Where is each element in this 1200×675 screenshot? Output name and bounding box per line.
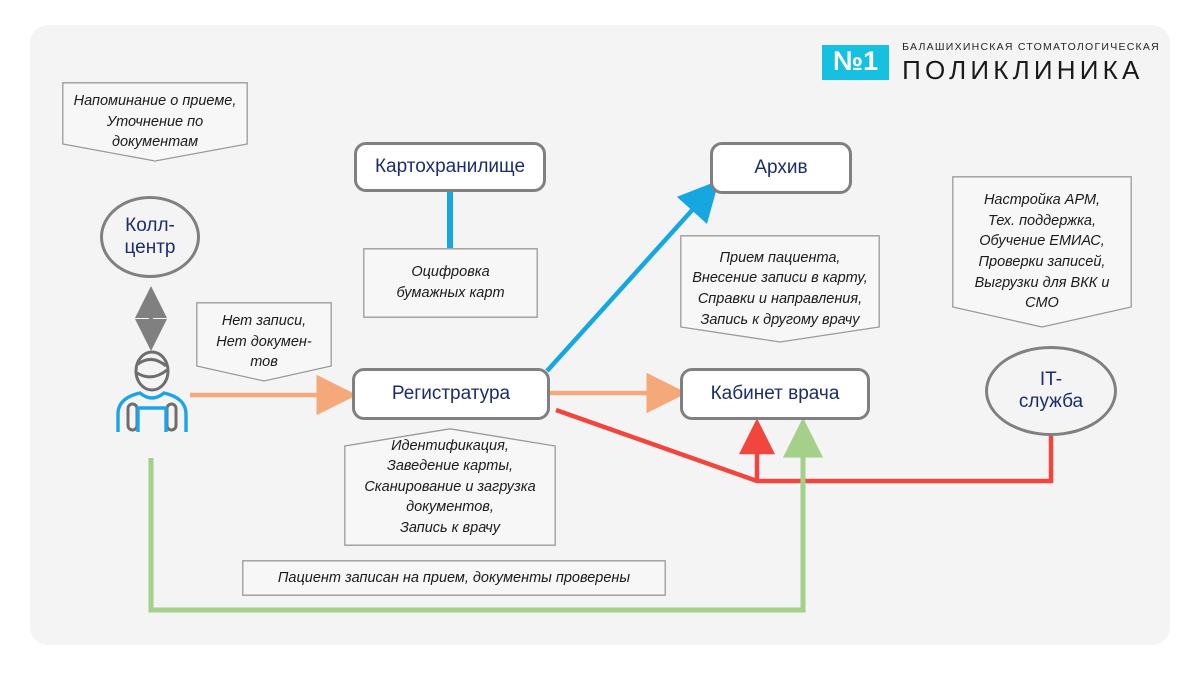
note-no-record: Нет записи,Нет докумен-тов <box>196 302 332 382</box>
connector-registry-archive <box>545 180 720 373</box>
node-doctor-office-label: Кабинет врача <box>710 383 840 404</box>
note-result: Пациент записан на прием, документы пров… <box>242 560 666 596</box>
node-call-center-label: Колл-центр <box>124 215 176 258</box>
note-reminder: Напоминание о приеме,Уточнение по докуме… <box>62 82 248 162</box>
node-it-service[interactable]: IT-служба <box>985 346 1117 436</box>
logo-title: ПОЛИКЛИНИКА <box>902 54 1144 85</box>
logo-number-badge: №1 <box>821 44 890 80</box>
node-registry-label: Регистратура <box>391 383 511 404</box>
note-doctor-tasks: Прием пациента,Внесение записи в карту,С… <box>680 235 880 343</box>
note-reminder-text: Напоминание о приеме,Уточнение по докуме… <box>73 93 237 151</box>
node-card-storage[interactable]: Картохранилище <box>354 142 546 192</box>
node-archive[interactable]: Архив <box>710 142 852 194</box>
note-no-record-text: Нет записи,Нет докумен-тов <box>216 313 312 371</box>
note-it-tasks-text: Настройка АРМ,Тех. поддержка,Обучение ЕМ… <box>974 192 1110 312</box>
node-doctor-office[interactable]: Кабинет врача <box>680 368 870 420</box>
node-card-storage-label: Картохранилище <box>374 156 526 177</box>
clinic-logo: №1 БАЛАШИХИНСКАЯ СТОМАТОЛОГИЧЕСКАЯ ПОЛИК… <box>821 41 1160 85</box>
patient-icon <box>110 348 194 434</box>
connector-result-doctoroffice-green <box>148 417 823 613</box>
logo-subtitle: БАЛАШИХИНСКАЯ СТОМАТОЛОГИЧЕСКАЯ <box>902 41 1160 53</box>
note-registry-tasks-text: Идентификация,Заведение карты,Сканирован… <box>364 437 536 536</box>
connector-registry-itservice-red <box>555 407 1054 484</box>
note-doctor-tasks-text: Прием пациента,Внесение записи в карту,С… <box>692 249 868 328</box>
node-archive-label: Архив <box>754 157 808 178</box>
note-result-text: Пациент записан на прием, документы пров… <box>277 569 631 586</box>
note-it-tasks: Настройка АРМ,Тех. поддержка,Обучение ЕМ… <box>952 176 1132 328</box>
note-registry-tasks: Идентификация,Заведение карты,Сканирован… <box>344 428 556 546</box>
node-call-center[interactable]: Колл-центр <box>100 196 200 278</box>
node-registry[interactable]: Регистратура <box>352 368 550 420</box>
node-it-service-label: IT-служба <box>1018 369 1084 412</box>
